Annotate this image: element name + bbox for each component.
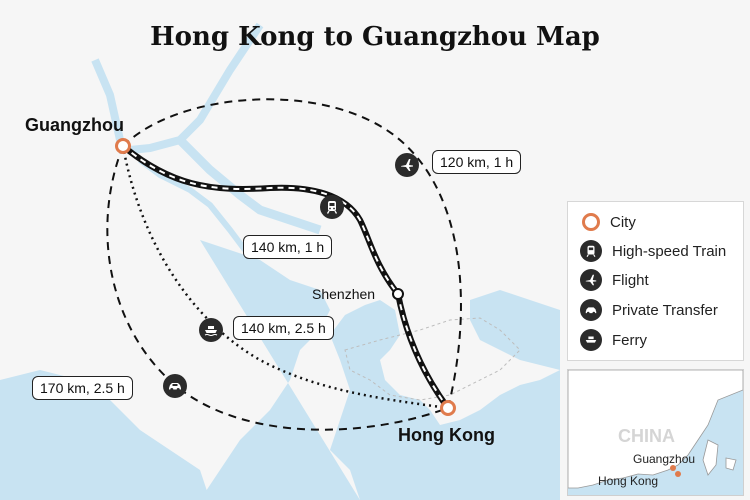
legend-item-train: High-speed Train: [580, 238, 726, 264]
car-icon[interactable]: [163, 374, 187, 398]
train-icon: [580, 240, 602, 262]
guangzhou-label: Guangzhou: [25, 115, 124, 135]
ferry-icon: [580, 329, 602, 351]
hong-kong-marker[interactable]: [440, 400, 456, 416]
legend-label: Ferry: [612, 331, 647, 349]
plane-icon: [580, 269, 602, 291]
train-callout: 140 km, 1 h: [243, 235, 333, 259]
ferry-callout: 140 km, 2.5 h: [233, 316, 334, 340]
flight-callout: 120 km, 1 h: [432, 150, 522, 174]
plane-icon[interactable]: [395, 153, 419, 177]
legend-item-ferry: Ferry: [580, 327, 647, 353]
inset-map: CHINA Guangzhou Hong Kong: [567, 369, 744, 496]
inset-china-shape: [568, 370, 743, 489]
river-east: [176, 136, 322, 235]
legend-label: High-speed Train: [612, 242, 727, 260]
hong-kong-label: Hong Kong: [398, 425, 495, 445]
sea-southwest: [0, 370, 210, 500]
legend-label: City: [610, 213, 636, 231]
legend: City High-speed Train Flight Private Tra…: [567, 201, 744, 361]
inset-country-label: CHINA: [618, 426, 675, 446]
legend-label: Flight: [612, 271, 649, 289]
sea-east: [470, 290, 560, 370]
river-branch: [138, 157, 248, 252]
estuary: [200, 240, 560, 500]
legend-item-transfer: Private Transfer: [580, 297, 718, 323]
inset-hong-kong-label: Hong Kong: [598, 474, 659, 488]
river-north: [91, 22, 264, 155]
map-title: Hong Kong to Guangzhou Map: [150, 22, 600, 52]
shenzhen-label: Shenzhen: [312, 286, 376, 302]
train-icon[interactable]: [320, 195, 344, 219]
inset-guangzhou-label: Guangzhou: [633, 452, 696, 466]
transfer-route: [106, 145, 449, 431]
train-route-inner: [122, 145, 449, 409]
car-icon: [580, 299, 602, 321]
transfer-callout: 170 km, 2.5 h: [32, 376, 133, 400]
city-marker-icon: [582, 213, 600, 231]
shenzhen-marker[interactable]: [392, 288, 404, 300]
guangzhou-marker[interactable]: [115, 138, 131, 154]
ferry-icon[interactable]: [199, 318, 223, 342]
legend-label: Private Transfer: [612, 301, 718, 319]
legend-item-flight: Flight: [580, 267, 649, 293]
flight-route: [122, 98, 462, 409]
legend-item-city: City: [580, 209, 636, 235]
